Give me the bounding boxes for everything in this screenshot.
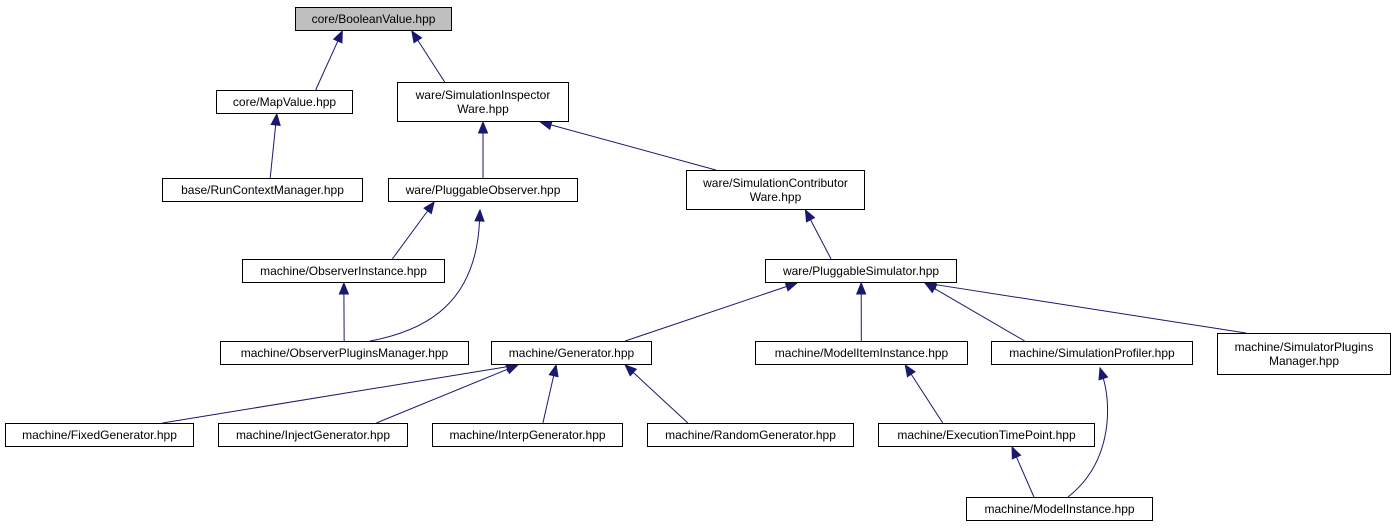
edge-injectgen-to-generator bbox=[376, 368, 508, 424]
node-observerplugins[interactable]: machine/ObserverPluginsManager.hpp bbox=[220, 341, 469, 365]
edge-mapvalue-to-boolean-arrowhead bbox=[332, 29, 343, 44]
node-siminspector[interactable]: ware/SimulationInspector Ware.hpp bbox=[397, 82, 569, 122]
node-randomgen[interactable]: machine/RandomGenerator.hpp bbox=[647, 423, 854, 447]
edge-randomgen-to-generator bbox=[632, 372, 689, 424]
node-label: ware/PluggableSimulator.hpp bbox=[782, 264, 940, 278]
node-simplugins[interactable]: machine/SimulatorPlugins Manager.hpp bbox=[1217, 333, 1391, 375]
node-label: core/BooleanValue.hpp bbox=[311, 12, 436, 26]
edge-observerinstance-to-pluggableobserver-arrowhead bbox=[423, 200, 435, 215]
node-pluggablesimulator[interactable]: ware/PluggableSimulator.hpp bbox=[765, 259, 957, 283]
edge-exectimepoint-to-modeliteminstance-arrowhead bbox=[904, 363, 916, 378]
node-modeliteminstance[interactable]: machine/ModelItemInstance.hpp bbox=[755, 341, 968, 365]
node-simprofiler[interactable]: machine/SimulationProfiler.hpp bbox=[991, 341, 1193, 365]
node-label: machine/ModelItemInstance.hpp bbox=[774, 346, 949, 360]
node-mapvalue[interactable]: core/MapValue.hpp bbox=[216, 90, 353, 114]
node-generator[interactable]: machine/Generator.hpp bbox=[491, 341, 652, 365]
edge-siminspector-to-boolean-arrowhead bbox=[411, 29, 423, 44]
edge-modelinstance-to-exectimepoint bbox=[1016, 456, 1035, 498]
edge-modelinstance-to-exectimepoint-arrowhead bbox=[1011, 445, 1022, 460]
edge-mapvalue-to-boolean bbox=[315, 40, 339, 91]
node-label: machine/FixedGenerator.hpp bbox=[22, 428, 177, 442]
edge-simcontributor-to-siminspector bbox=[550, 124, 716, 171]
edge-simplugins-to-pluggablesimulator bbox=[935, 284, 1247, 334]
edge-exectimepoint-to-modeliteminstance bbox=[910, 373, 944, 424]
node-pluggableobserver[interactable]: ware/PluggableObserver.hpp bbox=[388, 178, 578, 202]
edge-modelinstance-to-simprofiler-arrowhead bbox=[1098, 366, 1109, 381]
edge-pluggablesimulator-to-simcontributor-arrowhead bbox=[804, 208, 816, 223]
node-label: machine/RandomGenerator.hpp bbox=[665, 428, 836, 442]
node-label: machine/ExecutionTimePoint.hpp bbox=[897, 428, 1076, 442]
node-runcontext[interactable]: base/RunContextManager.hpp bbox=[162, 178, 363, 202]
edge-siminspector-to-boolean bbox=[417, 39, 446, 83]
edge-runcontext-to-mapvalue-arrowhead bbox=[270, 112, 281, 126]
node-label: machine/ObserverInstance.hpp bbox=[260, 264, 427, 278]
edge-observerplugins-to-pluggableobserver bbox=[369, 220, 481, 342]
node-label: ware/SimulationContributor Ware.hpp bbox=[703, 176, 848, 204]
node-label: machine/InterpGenerator.hpp bbox=[449, 428, 606, 442]
node-exectimepoint[interactable]: machine/ExecutionTimePoint.hpp bbox=[878, 423, 1095, 447]
edge-pluggablesimulator-to-simcontributor bbox=[810, 219, 832, 260]
edge-modelinstance-to-simprofiler bbox=[1067, 378, 1109, 498]
node-interpgen[interactable]: machine/InterpGenerator.hpp bbox=[432, 423, 623, 447]
edge-observerplugins-to-pluggableobserver-arrowhead bbox=[474, 208, 485, 222]
edge-pluggableobserver-to-siminspector-arrowhead bbox=[477, 120, 489, 134]
node-label: machine/InjectGenerator.hpp bbox=[235, 428, 391, 442]
edge-observerplugins-to-observerinstance-arrowhead bbox=[338, 281, 350, 295]
edge-fixedgen-to-generator bbox=[162, 366, 508, 424]
edge-generator-to-pluggablesimulator bbox=[625, 286, 787, 342]
node-label: machine/ModelInstance.hpp bbox=[984, 502, 1135, 516]
node-label: base/RunContextManager.hpp bbox=[181, 183, 344, 197]
edge-injectgen-to-generator-arrowhead bbox=[505, 364, 520, 375]
edge-observerinstance-to-pluggableobserver bbox=[391, 210, 429, 260]
node-label: ware/SimulationInspector Ware.hpp bbox=[415, 88, 551, 116]
node-label: machine/ObserverPluginsManager.hpp bbox=[240, 346, 449, 360]
edge-modeliteminstance-to-pluggablesimulator-arrowhead bbox=[855, 281, 867, 295]
node-boolean[interactable]: core/BooleanValue.hpp bbox=[295, 7, 452, 31]
node-label: machine/SimulationProfiler.hpp bbox=[1009, 346, 1175, 360]
node-label: core/MapValue.hpp bbox=[232, 95, 337, 109]
edge-simprofiler-to-pluggablesimulator bbox=[934, 288, 1025, 342]
node-modelinstance[interactable]: machine/ModelInstance.hpp bbox=[966, 497, 1153, 521]
node-fixedgen[interactable]: machine/FixedGenerator.hpp bbox=[5, 423, 194, 447]
node-injectgen[interactable]: machine/InjectGenerator.hpp bbox=[218, 423, 408, 447]
edge-interpgen-to-generator-arrowhead bbox=[548, 363, 559, 378]
edge-interpgen-to-generator bbox=[542, 375, 555, 424]
edge-runcontext-to-mapvalue bbox=[269, 124, 277, 179]
edge-generator-to-pluggablesimulator-arrowhead bbox=[784, 281, 799, 292]
node-simcontributor[interactable]: ware/SimulationContributor Ware.hpp bbox=[686, 170, 865, 210]
node-observerinstance[interactable]: machine/ObserverInstance.hpp bbox=[242, 259, 445, 283]
node-label: machine/SimulatorPlugins Manager.hpp bbox=[1234, 340, 1374, 368]
node-label: ware/PluggableObserver.hpp bbox=[405, 183, 561, 197]
node-label: machine/Generator.hpp bbox=[508, 346, 635, 360]
